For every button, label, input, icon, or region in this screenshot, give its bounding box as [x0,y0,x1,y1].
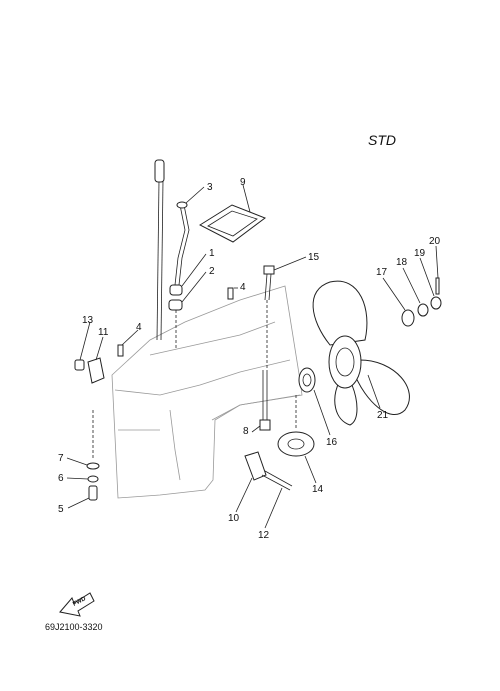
drive-shaft [154,159,165,341]
callout-5: 5 [58,504,64,515]
propeller-part-21 [312,280,410,426]
assembly-lines [92,300,297,460]
bolt-part-12 [261,470,293,491]
callout-14: 14 [312,484,324,495]
shift-rod [174,201,190,286]
anode-part-10 [244,451,267,481]
callout-16: 16 [326,437,338,448]
callout-17: 17 [376,267,388,278]
pin-part-4b [117,344,124,357]
callout-8: 8 [243,426,249,437]
callout-15: 15 [308,252,320,263]
callout-4a: 4 [136,322,142,333]
gasket-part-6 [87,475,99,483]
callout-1: 1 [209,248,215,259]
callout-6: 6 [58,473,64,484]
callout-20: 20 [429,236,441,247]
nut-part-19 [430,296,442,310]
callout-3: 3 [207,182,213,193]
grommet-part-1 [169,284,183,296]
leader-lines [66,184,439,529]
callout-19: 19 [414,248,426,259]
washer-part-7 [86,462,100,470]
callout-9: 9 [240,177,246,188]
callout-12: 12 [258,530,270,541]
lower-unit-housing [111,285,303,499]
washer-part-18 [417,303,429,317]
seal-part-2 [168,299,183,311]
callouts: 1 2 3 4 4 5 6 7 8 9 10 11 12 13 14 15 16… [58,177,441,541]
bolt-part-8 [259,370,271,431]
cotter-pin-part-20 [435,277,440,295]
plug-part-5 [88,485,98,501]
gasket-part-9 [198,204,267,243]
part-code: 69J2100-3320 [45,622,103,632]
callout-10: 10 [228,513,240,524]
callout-21: 21 [377,410,389,421]
cap-part-14 [277,431,315,457]
callout-7: 7 [58,453,64,464]
bolt-part-15 [263,265,275,301]
plug-part-13 [74,359,85,371]
fwd-arrow-icon: FWD [59,592,95,617]
callout-13: 13 [82,315,94,326]
spacer-part-16 [298,367,316,393]
variant-label: STD [368,132,396,148]
callout-18: 18 [396,257,408,268]
callout-2: 2 [209,266,215,277]
anode-part-11 [87,357,105,384]
washer-part-17 [401,309,415,327]
callout-4b: 4 [240,282,246,293]
callout-11: 11 [98,327,109,338]
pin-part-4a [227,287,234,300]
